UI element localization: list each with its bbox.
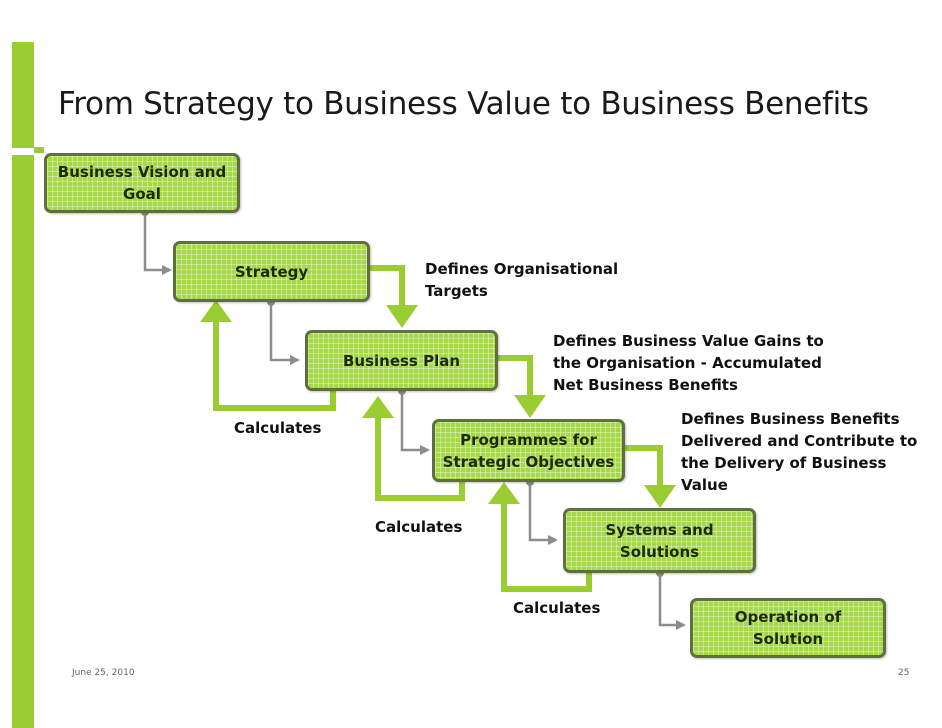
box-strategy-label: Strategy <box>234 262 309 281</box>
slide-title: From Strategy to Business Value to Busin… <box>58 86 869 122</box>
defines-arrow-2 <box>498 355 546 418</box>
label-calculates-2: Calculates <box>375 518 463 536</box>
box-systems: Systems and Solutions <box>563 508 756 573</box>
box-operation-label: Operation of Solution <box>734 608 842 648</box>
box-business-vision: Business Vision and Goal <box>44 153 240 213</box>
defines-arrow-1 <box>370 265 418 328</box>
connector-systems-operation <box>658 573 686 630</box>
defines-arrow-3 <box>625 445 676 508</box>
box-operation: Operation of Solution <box>690 598 886 658</box>
connector-plan-programmes <box>400 391 430 455</box>
label-calculates-1: Calculates <box>234 419 322 437</box>
label-defines-value: Defines Business Value Gains to the Orga… <box>553 332 824 394</box>
label-calculates-3: Calculates <box>513 599 601 617</box>
box-business-plan-label: Business Plan <box>342 351 461 370</box>
box-programmes-label: Programmes for Strategic Objectives <box>442 430 615 471</box>
box-strategy: Strategy <box>173 241 370 302</box>
accent-rule-left <box>34 147 44 153</box>
calculates-arrow-2 <box>362 396 465 501</box>
calculates-arrow-3 <box>488 482 592 592</box>
accent-bar-bottom <box>12 155 34 728</box>
footer-date: June 25, 2010 <box>72 668 135 678</box>
label-defines-benefits: Defines Business Benefits Delivered and … <box>681 410 918 494</box>
box-programmes: Programmes for Strategic Objectives <box>432 419 625 482</box>
calculates-arrow-1 <box>200 300 336 411</box>
box-business-plan: Business Plan <box>305 330 498 391</box>
label-defines-targets: Defines Organisational Targets <box>425 260 619 300</box>
box-systems-label: Systems and Solutions <box>605 520 714 561</box>
accent-bar-top <box>12 42 34 148</box>
connector-vision-strategy <box>143 212 172 275</box>
connector-strategy-plan <box>269 302 300 365</box>
footer-page-number: 25 <box>898 668 910 678</box>
box-business-vision-label: Business Vision and Goal <box>57 163 227 203</box>
connector-programmes-systems <box>528 482 558 545</box>
